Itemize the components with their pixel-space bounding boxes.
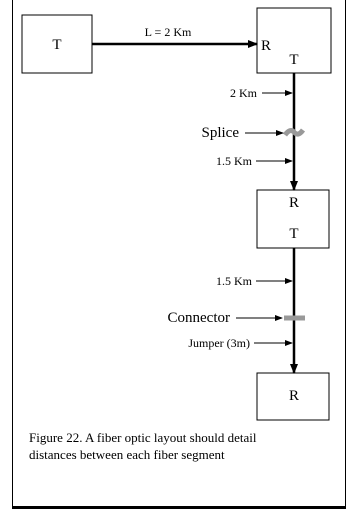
repeater2-receive-label: R <box>289 195 299 211</box>
caption-line-2: distances between each fiber segment <box>29 447 225 462</box>
repeater1-receive-label: R <box>261 38 271 54</box>
segment1-length-label: 2 Km <box>230 86 258 100</box>
splice-label: Splice <box>202 125 240 141</box>
connector-label: Connector <box>168 310 230 326</box>
splice-mark <box>282 128 306 137</box>
figure-frame <box>12 0 346 506</box>
caption-line-1: Figure 22. A fiber optic layout should d… <box>29 430 257 445</box>
link-length-label: L = 2 Km <box>145 25 192 39</box>
jumper-label: Jumper (3m) <box>188 336 250 350</box>
receiver-label: R <box>289 388 299 404</box>
segment3-length-label: 1.5 Km <box>216 274 253 288</box>
segment2-length-label: 1.5 Km <box>216 154 253 168</box>
repeater1-transmit-label: T <box>289 52 298 68</box>
receiver-box <box>256 372 330 421</box>
figure-caption: Figure 22. A fiber optic layout should d… <box>29 429 335 463</box>
bottom-rule <box>12 506 346 509</box>
transmitter-label: T <box>52 37 61 53</box>
repeater-box-1 <box>256 7 332 74</box>
repeater2-transmit-label: T <box>289 226 298 242</box>
